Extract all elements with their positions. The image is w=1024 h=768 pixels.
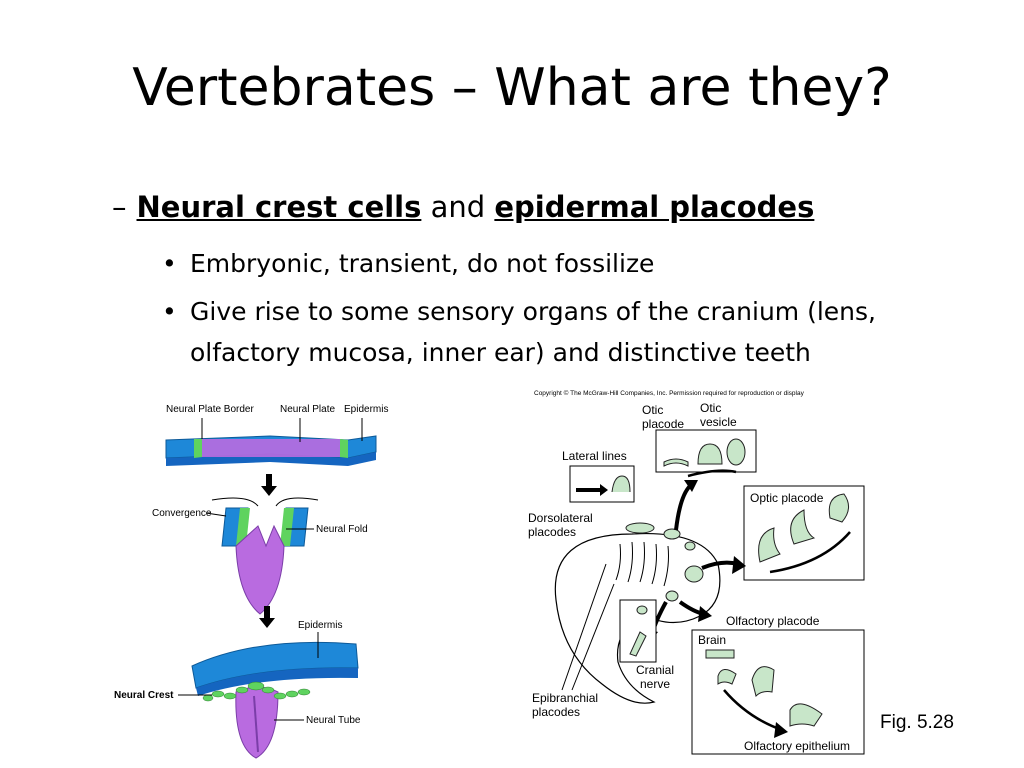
sub-bullet-text: Embryonic, transient, do not fossilize — [190, 249, 655, 278]
label-optic-placode: Optic placode — [750, 491, 824, 505]
arrow-right-icon — [576, 484, 608, 496]
stage-neural-fold: Convergence Neural Fold — [152, 497, 368, 615]
label-brain: Brain — [698, 633, 726, 647]
figure-caption: Fig. 5.28 — [880, 712, 954, 733]
label-epidermis-bottom: Epidermis — [298, 620, 342, 631]
bullet-marker: • — [162, 297, 177, 326]
arrow-down-icon — [261, 474, 277, 496]
sub-bullet-1: • Embryonic, transient, do not fossilize — [162, 243, 762, 284]
stage-neural-plate: Neural Plate Border Neural Plate Epiderm… — [165, 404, 388, 466]
label-otic-placode-2: placode — [642, 417, 684, 431]
bullet-dash: – — [112, 190, 127, 224]
label-lateral-lines: Lateral lines — [562, 449, 627, 463]
term-epidermal-placodes: epidermal placodes — [494, 190, 815, 224]
label-neural-crest: Neural Crest — [114, 690, 174, 701]
label-otic-vesicle-2: vesicle — [700, 415, 737, 429]
label-epidermis-top: Epidermis — [344, 404, 388, 415]
term-neural-crest: Neural crest cells — [136, 190, 422, 224]
label-cranial-nerve-1: Cranial — [636, 663, 674, 677]
copyright-notice: Copyright © The McGraw-Hill Companies, I… — [534, 389, 805, 397]
label-cranial-nerve-2: nerve — [640, 677, 670, 691]
label-otic-vesicle-1: Otic — [700, 401, 721, 415]
label-epibranchial-2: placodes — [532, 705, 580, 719]
placodes-diagram: Copyright © The McGraw-Hill Companies, I… — [528, 389, 865, 755]
label-neural-plate: Neural Plate — [280, 404, 335, 415]
label-epibranchial-1: Epibranchial — [532, 691, 598, 705]
label-neural-plate-border: Neural Plate Border — [166, 404, 254, 415]
label-dorsolateral-1: Dorsolateral — [528, 511, 593, 525]
label-otic-placode-1: Otic — [642, 403, 663, 417]
neural-crest-diagram: Neural Plate Border Neural Plate Epiderm… — [114, 404, 388, 759]
label-olfactory-placode: Olfactory placode — [726, 614, 820, 628]
connector-text: and — [430, 190, 486, 224]
slide-title: Vertebrates – What are they? — [132, 58, 892, 118]
label-olfactory-epithelium: Olfactory epithelium — [744, 739, 850, 753]
bullet-marker: • — [162, 249, 177, 278]
arrow-down-icon — [259, 606, 275, 628]
stage-neural-tube: Epidermis Neural Crest Neural Tube — [114, 620, 361, 759]
label-dorsolateral-2: placodes — [528, 525, 576, 539]
label-neural-tube: Neural Tube — [306, 715, 361, 726]
label-convergence: Convergence — [152, 508, 212, 519]
optic-arrow — [769, 531, 851, 574]
main-bullet: –Neural crest cells and epidermal placod… — [112, 190, 814, 224]
sub-bullet-2: • Give rise to some sensory organs of th… — [162, 291, 962, 373]
label-neural-fold: Neural Fold — [316, 524, 368, 535]
sub-bullet-text: Give rise to some sensory organs of the … — [190, 297, 876, 367]
